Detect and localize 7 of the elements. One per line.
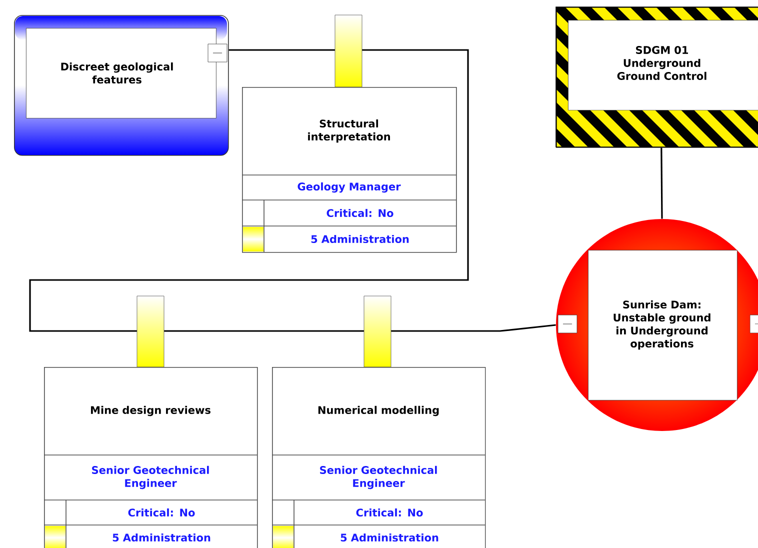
connector-line (29, 49, 556, 332)
barrier-box: Mine design reviews Senior Geotechnical Engineer Critical: No 5 Administration (44, 367, 258, 548)
connector-line (660, 148, 663, 219)
barrier-box: Numerical modelling Senior Geotechnical Engineer Critical: No 5 Administration (272, 367, 486, 548)
hazard-box: SDGM 01 Underground Ground Control (556, 6, 758, 148)
barrier-box: Structural interpretation Geology Manager Critical: No 5 Administration (242, 87, 457, 253)
threat-box: Discreet geological features (14, 15, 229, 156)
